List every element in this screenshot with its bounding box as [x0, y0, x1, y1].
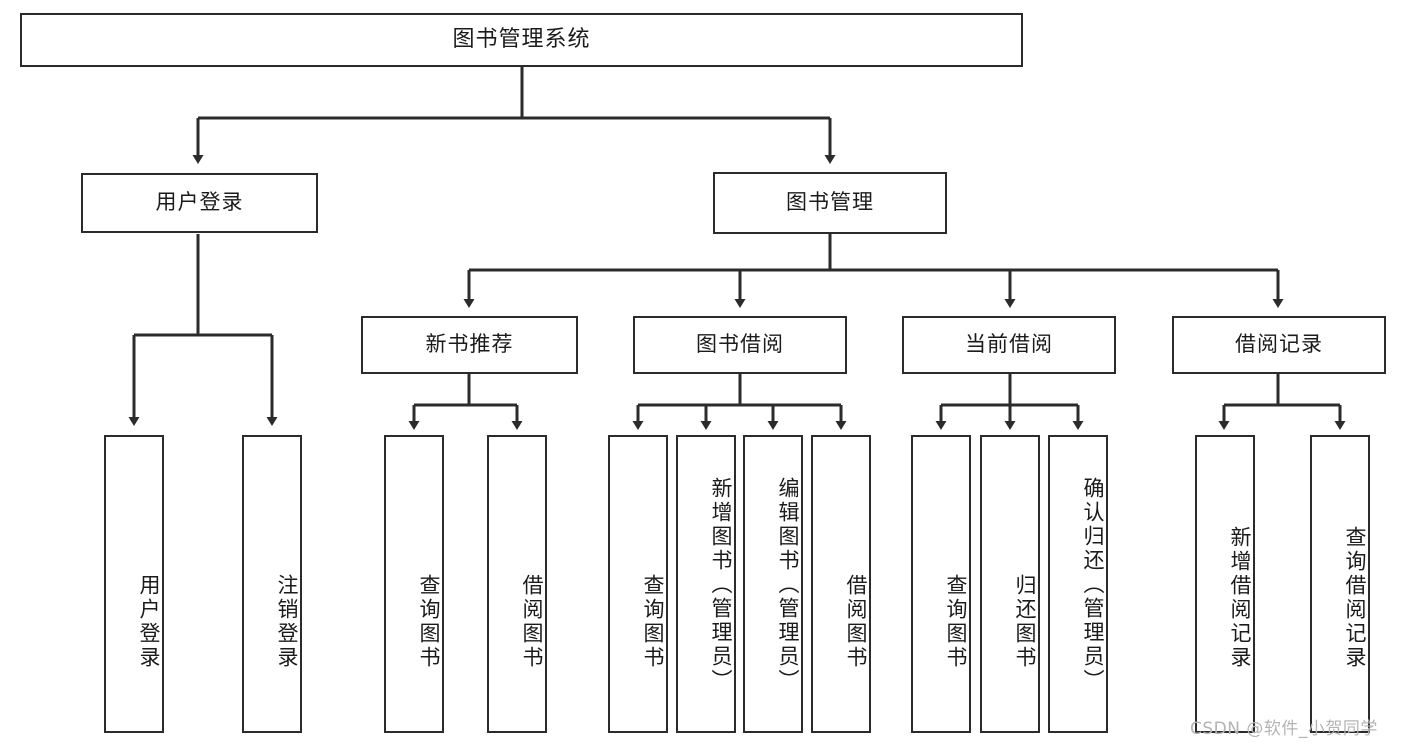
node-label: 用户登录	[155, 190, 244, 215]
node-label: 查询借阅记录	[1343, 526, 1367, 670]
leaf-borrow-book-recommend[interactable]: 借阅图书	[487, 435, 547, 733]
leaf-query-book-current[interactable]: 查询图书	[911, 435, 971, 733]
node-label: 借阅图书	[520, 574, 544, 670]
node-label: 借阅图书	[844, 574, 868, 670]
leaf-add-book-admin[interactable]: 新增图书（管理员）	[676, 435, 736, 733]
leaf-borrow-book[interactable]: 借阅图书	[811, 435, 871, 733]
node-label: 新增图书（管理员）	[709, 477, 733, 693]
node-label: 编辑图书（管理员）	[776, 477, 800, 693]
leaf-query-borrow-record[interactable]: 查询借阅记录	[1310, 435, 1370, 733]
leaf-return-book[interactable]: 归还图书	[980, 435, 1040, 733]
leaf-user-logout[interactable]: 注销登录	[242, 435, 302, 733]
leaf-query-book-recommend[interactable]: 查询图书	[384, 435, 444, 733]
leaf-confirm-return-admin[interactable]: 确认归还（管理员）	[1048, 435, 1108, 733]
node-new-book-recommend[interactable]: 新书推荐	[361, 316, 578, 374]
node-label: 新增借阅记录	[1228, 526, 1252, 670]
node-user-login[interactable]: 用户登录	[81, 173, 318, 233]
node-label: 确认归还（管理员）	[1081, 477, 1105, 693]
node-label: 图书管理	[786, 190, 874, 215]
node-label: 图书借阅	[696, 332, 784, 357]
node-label: 归还图书	[1013, 574, 1037, 670]
node-label: 查询图书	[417, 574, 441, 670]
node-book-management[interactable]: 图书管理	[713, 172, 947, 234]
node-label: 注销登录	[275, 574, 299, 670]
leaf-edit-book-admin[interactable]: 编辑图书（管理员）	[743, 435, 803, 733]
node-label: 当前借阅	[965, 332, 1053, 357]
node-label: 查询图书	[641, 574, 665, 670]
node-label: 查询图书	[944, 574, 968, 670]
node-label: 用户登录	[137, 574, 161, 670]
csdn-watermark: CSDN @软件_小贺同学	[1190, 719, 1378, 739]
leaf-add-borrow-record[interactable]: 新增借阅记录	[1195, 435, 1255, 733]
node-book-borrow[interactable]: 图书借阅	[633, 316, 847, 374]
leaf-user-login[interactable]: 用户登录	[104, 435, 164, 733]
node-borrow-record[interactable]: 借阅记录	[1172, 316, 1386, 374]
node-label: 图书管理系统	[452, 26, 591, 52]
node-current-borrow[interactable]: 当前借阅	[902, 316, 1116, 374]
node-label: 新书推荐	[425, 332, 514, 357]
node-root-system[interactable]: 图书管理系统	[20, 13, 1023, 67]
node-label: 借阅记录	[1235, 332, 1323, 357]
leaf-query-book-borrow[interactable]: 查询图书	[608, 435, 668, 733]
